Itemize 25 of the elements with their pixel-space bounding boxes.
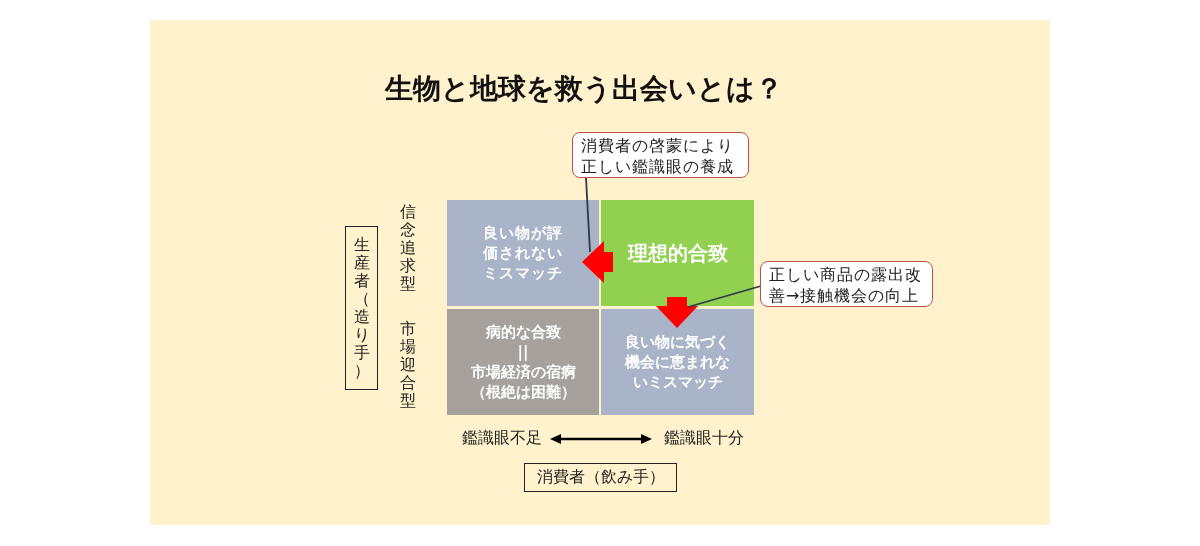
axis-title-box (524, 463, 677, 492)
callout-text: 消費者の啓蒙により正しい鑑識眼の養成 (581, 135, 735, 177)
axis-title: 消費者（飲み手） (536, 467, 665, 488)
row-label: 市場迎合型 (400, 320, 416, 410)
scale-label: 鑑識眼不足 (462, 428, 542, 449)
cell-text: || (516, 342, 530, 362)
block-arrow (656, 297, 698, 328)
row-label: 信念追求型 (400, 203, 416, 293)
quadrant-cell (601, 200, 754, 306)
callout-box (760, 261, 933, 307)
cell-text: 理想的合致 (626, 243, 729, 263)
axis-title: 生産者（造り手） (352, 236, 371, 380)
cell-text: 病的な合致 (484, 322, 562, 342)
cell-text: 良い物に気づく機会に恵まれないミスマッチ (623, 332, 731, 392)
scale-label: 鑑識眼十分 (664, 428, 744, 449)
quadrant-cell (447, 309, 599, 415)
axis-title-box (345, 226, 378, 390)
quadrant-cell (601, 309, 754, 415)
cell-text: 市場経済の宿痾（根絶は困難） (469, 362, 577, 402)
callout-text: 正しい商品の露出改善→接触機会の向上 (769, 264, 923, 306)
quadrant-cell (447, 200, 599, 306)
cell-text: 良い物が評価されないミスマッチ (481, 223, 564, 283)
block-arrow (582, 241, 613, 283)
title: 生物と地球を救う出会いとは？ (385, 71, 783, 107)
callout-box (572, 132, 749, 178)
